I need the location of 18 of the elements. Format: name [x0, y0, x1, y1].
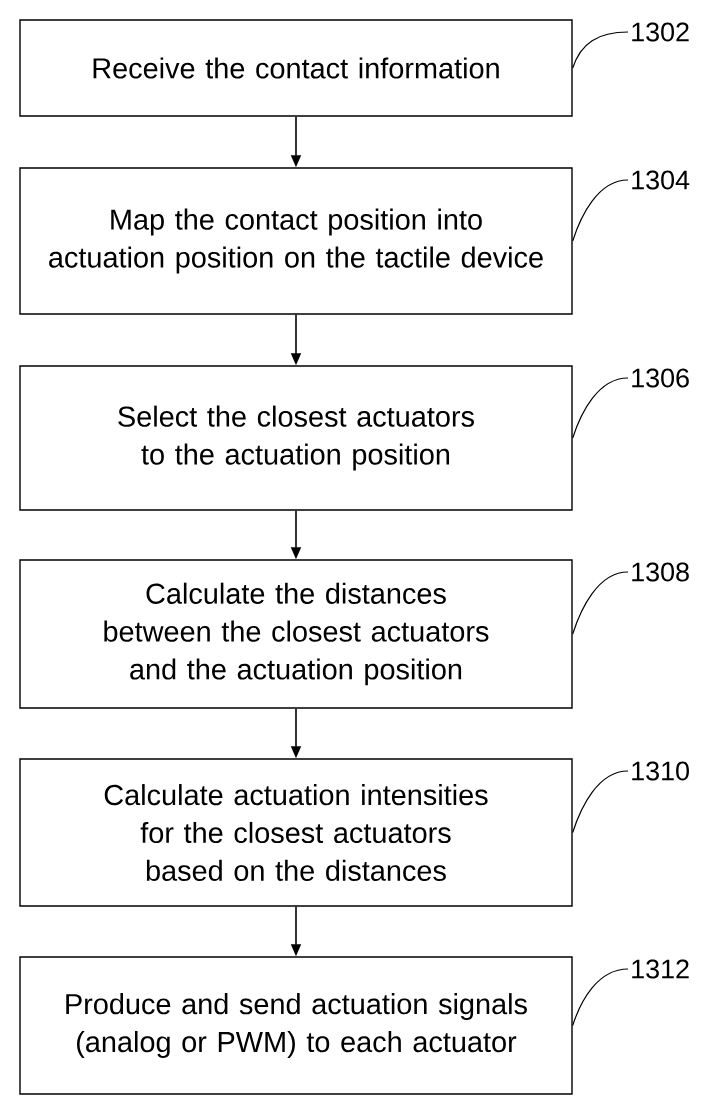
leader-line	[572, 31, 629, 69]
leader-line	[572, 377, 629, 439]
reference-number: 1308	[632, 562, 689, 582]
reference-number: 1306	[632, 368, 689, 388]
process-box: Select the closest actuators to the actuation position	[19, 365, 573, 511]
process-box: Produce and send actuation signals (analog or PWM) to each actuator	[19, 956, 573, 1095]
reference-number: 1310	[632, 761, 689, 781]
leader-line	[572, 571, 629, 635]
reference-number: 1302	[632, 22, 689, 42]
leader-line	[572, 968, 629, 1027]
leader-line	[572, 179, 629, 242]
process-box: Map the contact position into actuation position on the tactile device	[19, 167, 573, 315]
process-box: Calculate actuation intensities for the closest actuators based on the distances	[19, 758, 573, 907]
process-box: Receive the contact information	[19, 19, 573, 117]
reference-number: 1312	[632, 959, 689, 979]
reference-number: 1304	[632, 170, 690, 190]
process-box: Calculate the distances between the closest actuators and the actuation position	[19, 559, 573, 709]
leader-line	[572, 770, 629, 834]
